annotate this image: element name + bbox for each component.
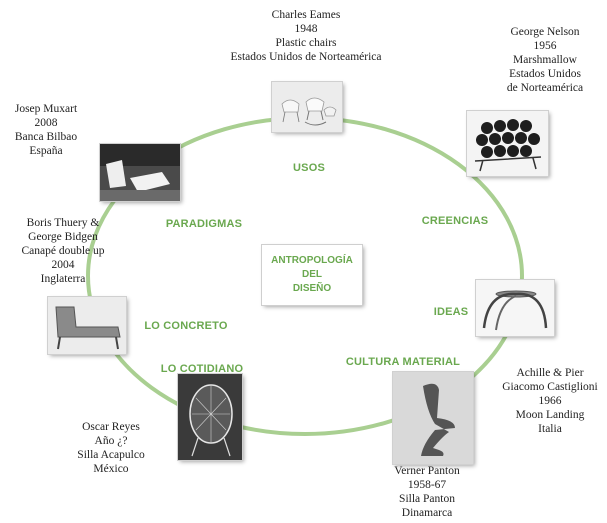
caption-line: Banca Bilbao [14,131,78,143]
center-title-line: DEL [302,269,322,280]
caption-line: 1948 [294,23,318,35]
caption-line: Verner Panton [394,465,460,477]
caption-thuery: Boris Thuery & George Bidgen Canapé doub… [21,216,104,286]
caption-line: Marshmallow [513,54,577,66]
center-title-box: ANTROPOLOGÍA DEL DISEÑO [262,245,362,305]
center-title-line: ANTROPOLOGÍA [271,255,353,266]
photo-marshmallow-sofa [467,111,548,176]
caption-line: Josep Muxart [14,103,78,115]
photo-banca-bilbao [100,144,180,201]
caption-muxart: Josep Muxart 2008 Banca Bilbao España [15,102,77,158]
photo-eames-chairs [272,82,342,132]
caption-line: Silla Panton [399,493,455,505]
caption-line: Oscar Reyes [82,421,140,433]
node-label-lo-concreto: LO CONCRETO [144,320,228,332]
photo-double-up-canape [48,297,126,354]
caption-line: España [29,145,63,157]
node-label-usos: USOS [293,162,325,174]
center-title-line: DISEÑO [292,283,332,294]
caption-line: Boris Thuery & [26,217,100,229]
caption-reyes: Oscar Reyes Año ¿? Silla Acapulco México [77,420,144,476]
caption-line: Plastic chairs [275,37,337,49]
caption-line: Dinamarca [401,507,453,519]
node-label-paradigmas: PARADIGMAS [165,218,243,230]
photo-panton-chair [393,372,473,464]
caption-line: México [93,463,129,475]
photo-acapulco-chair [178,374,242,460]
caption-castiglioni: Achille & Pier Giacomo Castiglioni 1966 … [502,366,598,436]
caption-line: Año ¿? [94,435,128,447]
caption-line: 1958-67 [407,479,447,491]
caption-nelson: George Nelson 1956 Marshmallow Estados U… [507,25,583,95]
caption-line: Canapé double up [21,245,105,257]
caption-line: Estados Unidos [509,68,581,80]
caption-line: Italia [538,423,562,435]
caption-line: 1956 [533,40,557,52]
caption-line: George Bidgen [28,231,98,243]
caption-line: Estados Unidos de Norteamérica [230,51,382,63]
caption-line: Achille & Pier [516,367,584,379]
caption-line: Inglaterra [40,273,86,285]
photo-moon-landing [476,280,554,336]
caption-line: 2008 [34,117,58,129]
caption-line: Moon Landing [515,409,585,421]
caption-line: 2004 [51,259,75,271]
caption-line: Giacomo Castiglioni [502,381,598,393]
caption-panton: Verner Panton 1958-67 Silla Panton Dinam… [394,464,459,520]
caption-line: George Nelson [510,26,580,38]
node-label-lo-cotidiano: LO COTIDIANO [160,363,244,375]
node-label-cultura-material: CULTURA MATERIAL [345,356,461,368]
node-label-creencias: CREENCIAS [421,215,489,227]
node-label-ideas: IDEAS [433,306,469,318]
caption-line: Silla Acapulco [77,449,145,461]
caption-line: 1966 [538,395,562,407]
caption-line: Charles Eames [271,9,341,21]
caption-eames: Charles Eames 1948 Plastic chairs Estado… [230,8,381,64]
caption-line: de Norteamérica [506,82,584,94]
